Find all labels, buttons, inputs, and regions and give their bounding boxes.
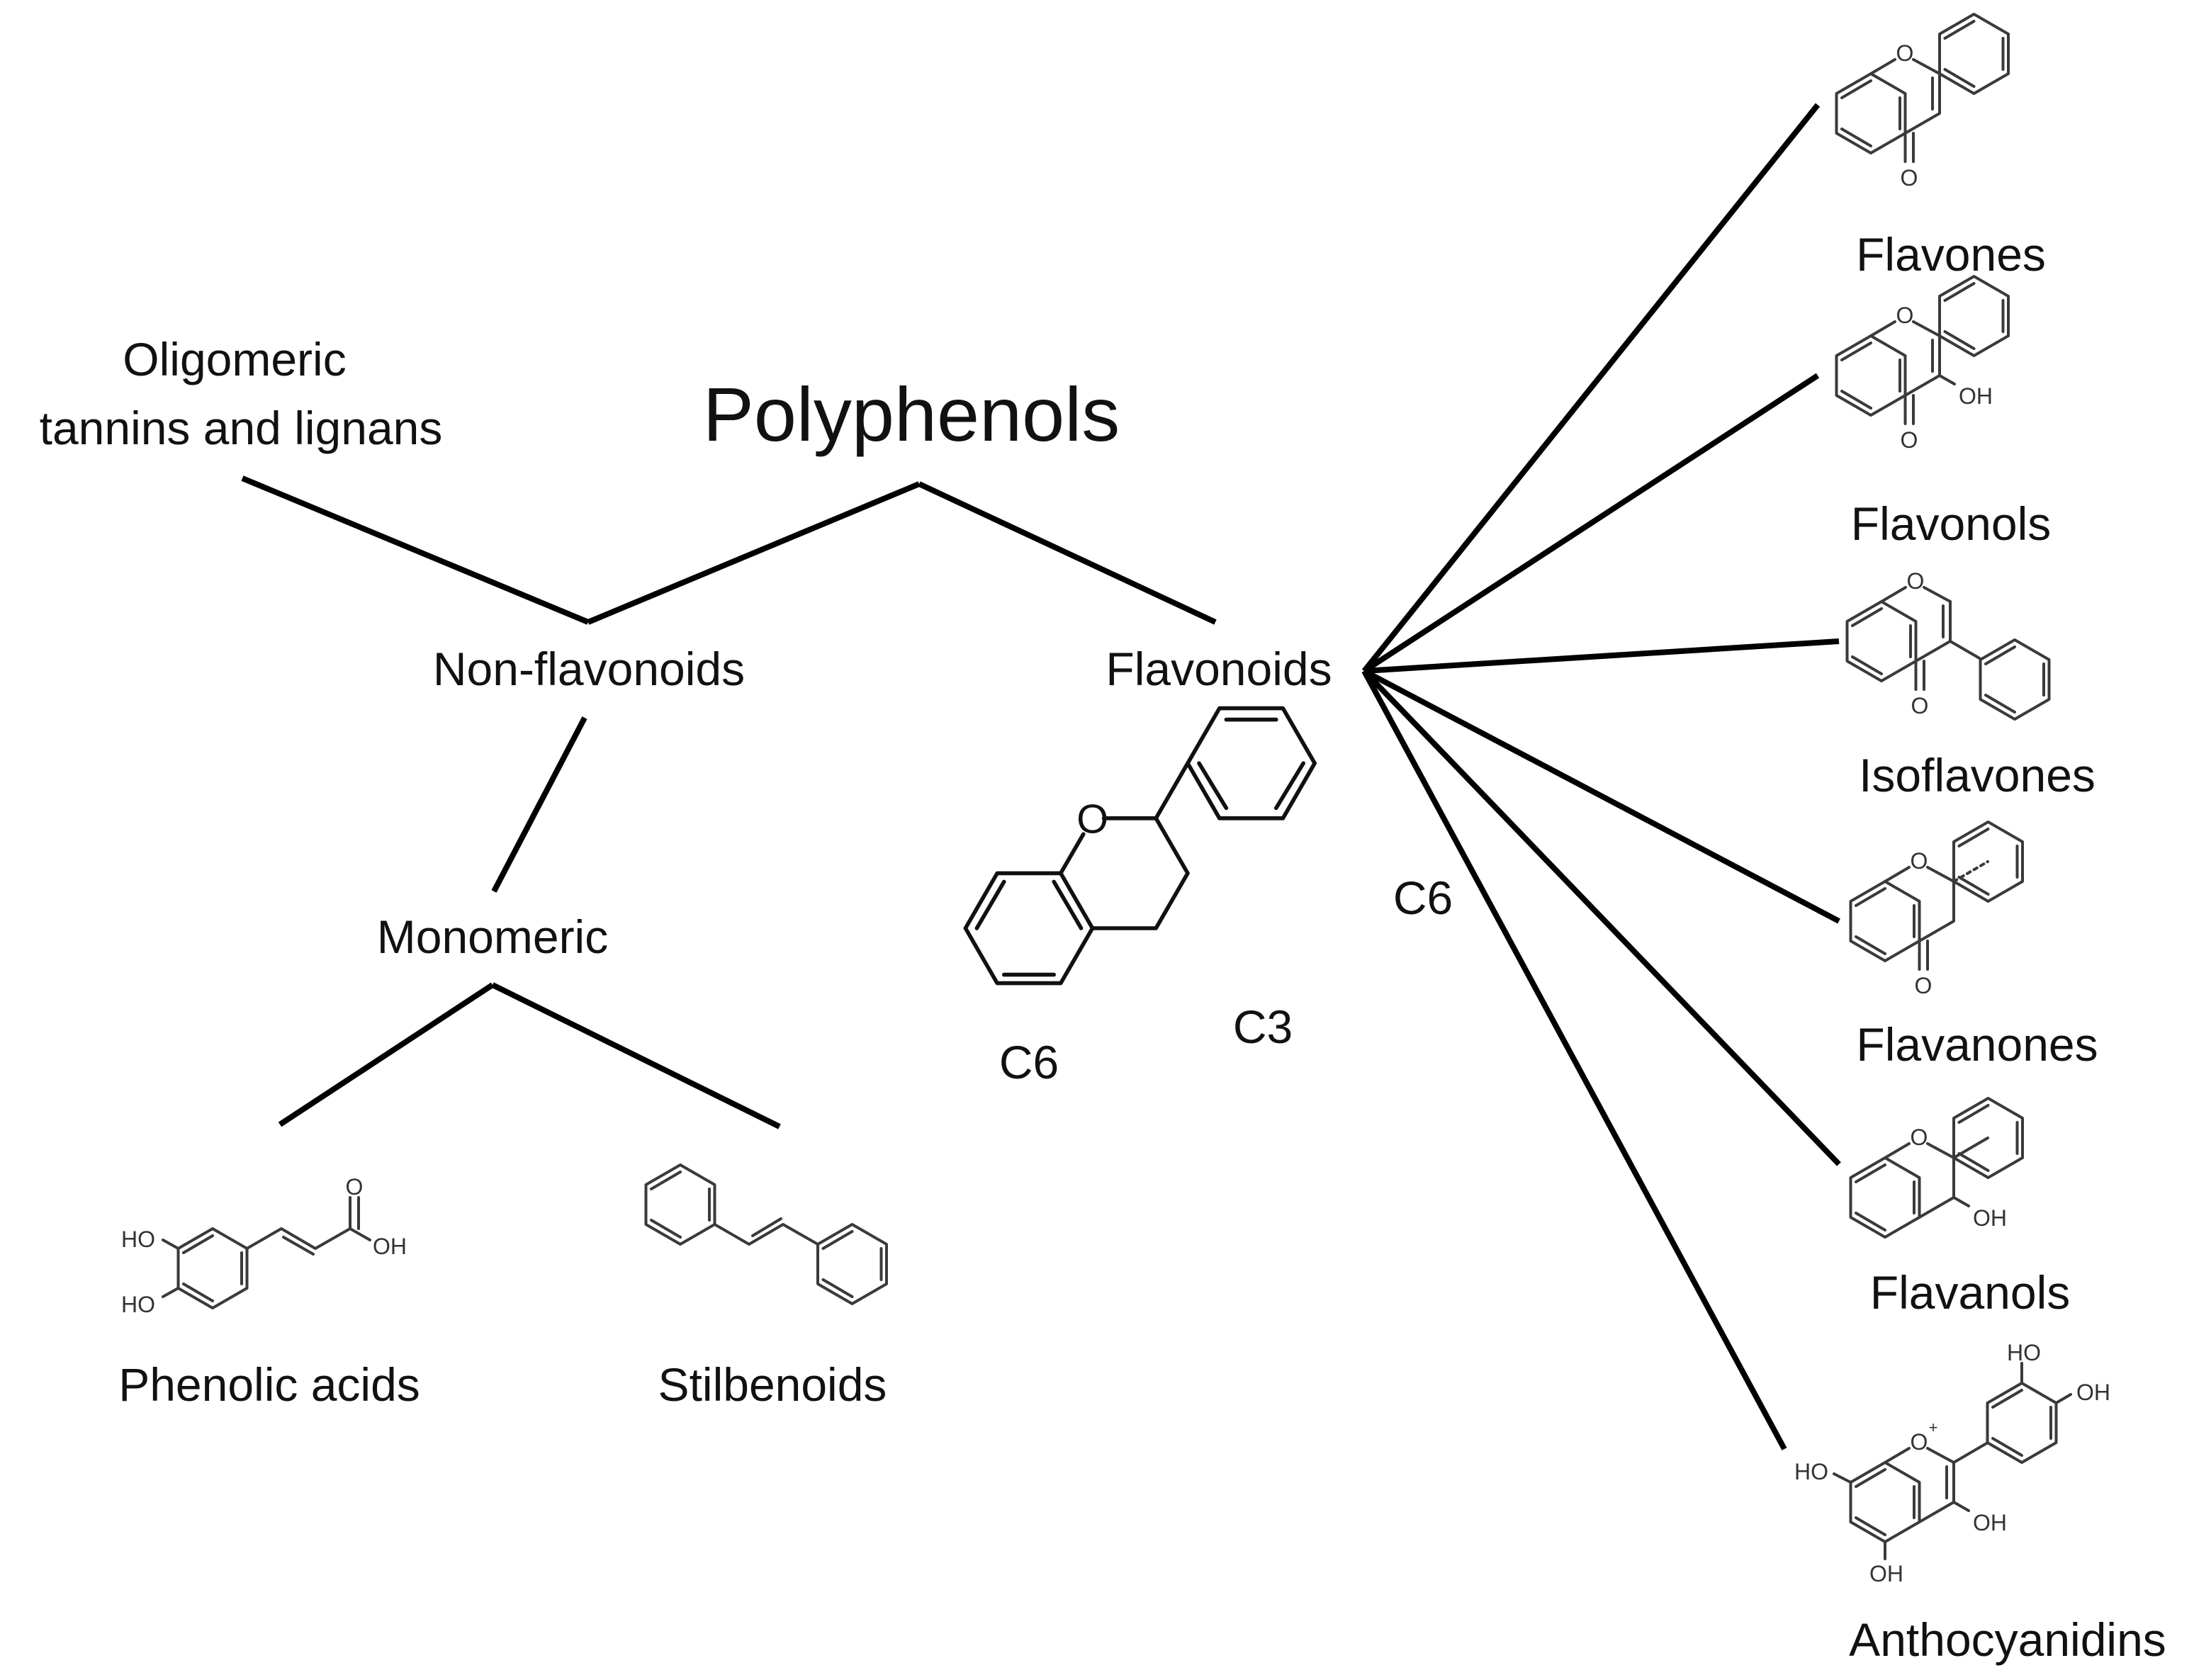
anthocyanidin-structure: O + HO OH OH HO OH <box>1794 1340 2110 1586</box>
label-core-c6-a: C6 <box>999 1036 1059 1088</box>
fan-line-anthocyanidins <box>1361 670 1787 1450</box>
svg-text:+: + <box>1929 1419 1938 1436</box>
caffeic-acid-structure: HO HO O OH <box>121 1174 407 1317</box>
svg-text:O: O <box>1915 973 1933 998</box>
isoflavone-structure: O O <box>1845 568 2051 721</box>
label-non-flavonoids: Non-flavonoids <box>433 643 745 695</box>
svg-text:HO: HO <box>1794 1459 1828 1484</box>
label-oligomeric-line1: Oligomeric <box>123 333 346 385</box>
svg-text:HO: HO <box>121 1227 155 1252</box>
fan-line-isoflavones <box>1363 638 1840 674</box>
svg-text:O: O <box>1911 693 1929 718</box>
branch-polyphenols-to-flavonoids <box>918 481 1217 625</box>
label-isoflavones: Isoflavones <box>1859 749 2095 801</box>
branch-monomeric-to-stilbenoids <box>491 982 781 1129</box>
fan-line-flavanols <box>1362 669 1841 1166</box>
label-monomeric: Monomeric <box>377 911 608 963</box>
svg-text:OH: OH <box>1959 383 1993 409</box>
svg-text:O: O <box>346 1174 364 1200</box>
label-phenolic-acids: Phenolic acids <box>118 1358 420 1411</box>
fan-line-flavonols <box>1362 373 1820 674</box>
branch-lines <box>241 103 1841 1450</box>
svg-text:O: O <box>1896 40 1914 66</box>
svg-text:OH: OH <box>373 1234 407 1259</box>
svg-text:OH: OH <box>2076 1380 2110 1405</box>
diagram-title: Polyphenols <box>703 371 1120 457</box>
fan-line-flavanones <box>1363 668 1840 924</box>
svg-text:O: O <box>1911 1124 1928 1150</box>
stilbene-structure <box>644 1163 888 1305</box>
label-flavones: Flavones <box>1856 228 2046 281</box>
flavonoid-fan-lines <box>1361 103 1841 1450</box>
labels: Polyphenols Oligomeric tannins and ligna… <box>40 228 2166 1666</box>
branch-monomeric-to-phenolic-acids <box>278 982 495 1127</box>
fan-line-flavones <box>1361 103 1821 673</box>
svg-text:HO: HO <box>2007 1340 2041 1365</box>
flavan-core-structure: O <box>963 706 1317 986</box>
svg-text:HO: HO <box>121 1292 155 1317</box>
svg-text:O: O <box>1076 797 1108 842</box>
branch-nonflavonoids-to-monomeric <box>491 716 587 893</box>
label-core-c6-b: C6 <box>1393 872 1453 924</box>
label-oligomeric-line2: tannins and lignans <box>40 402 443 454</box>
label-flavanols: Flavanols <box>1870 1266 2070 1319</box>
label-anthocyanidins: Anthocyanidins <box>1849 1613 2166 1666</box>
label-core-c3: C3 <box>1233 1000 1293 1053</box>
svg-text:OH: OH <box>1973 1510 2007 1535</box>
flavanone-structure: O O <box>1849 821 2024 998</box>
svg-text:OH: OH <box>1973 1205 2007 1231</box>
flavone-structure: O O <box>1835 13 2010 191</box>
svg-text:O: O <box>1901 165 1918 191</box>
svg-text:O: O <box>1911 848 1928 874</box>
branch-polyphenols-to-nonflavonoids <box>587 481 921 625</box>
flavonol-structure: O O OH <box>1835 275 2010 453</box>
flavanol-structure: O OH <box>1849 1097 2024 1239</box>
svg-text:O: O <box>1911 1429 1928 1455</box>
label-flavonoids: Flavonoids <box>1106 643 1332 695</box>
branch-oligomeric-to-nonflavonoids <box>241 475 590 625</box>
label-flavanones: Flavanones <box>1856 1018 2098 1071</box>
svg-text:O: O <box>1896 303 1914 328</box>
svg-text:O: O <box>1907 568 1925 594</box>
label-stilbenoids: Stilbenoids <box>658 1358 887 1411</box>
svg-text:O: O <box>1901 427 1918 453</box>
label-flavonols: Flavonols <box>1851 497 2051 550</box>
svg-text:OH: OH <box>1869 1561 1903 1586</box>
